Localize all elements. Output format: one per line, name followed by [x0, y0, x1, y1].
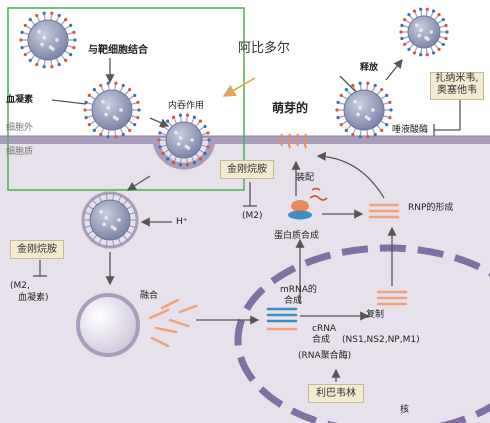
pathway-arrows [105, 58, 403, 382]
label-extracellular: 细胞外 [6, 123, 34, 133]
label-arbidol: 阿比多尔 [238, 41, 291, 56]
virion-bind [19, 11, 77, 69]
ribosome-icon [288, 187, 328, 220]
label-budding: 萌芽的 [272, 101, 309, 115]
rnp-rna-stack [368, 203, 400, 219]
label-cytoplasm: 细胞质 [6, 147, 34, 157]
nucleus-envelope [234, 244, 490, 423]
label-replication: 复制 [366, 310, 385, 320]
cell-membrane [0, 136, 490, 144]
label-fusion: 融合 [140, 291, 159, 301]
label-m2-hemagglutinin-line1: (M2, [10, 281, 30, 291]
label-mrna-synthesis-line1: mRNA的 [280, 285, 317, 295]
fusion-vesicle [76, 293, 140, 357]
label-h-plus: H⁺ [176, 217, 188, 227]
virion-endocytosing [157, 113, 211, 167]
label-hemagglutinin: 血凝素 [6, 95, 34, 105]
drug-box-amantadine-top: 金刚烷胺 [220, 160, 274, 179]
drug-zanamivir: 扎纳米韦, [435, 73, 479, 84]
drug-box-amantadine-left: 金刚烷胺 [10, 240, 64, 259]
label-rna-polymerase: (RNA聚合酶) [298, 351, 352, 361]
label-release: 释放 [360, 63, 379, 73]
label-m2-hemagglutinin-line2: 血凝素) [18, 293, 49, 303]
endosome-membrane [81, 191, 139, 249]
label-neuraminidase: 唾液酸酶 [392, 125, 429, 135]
arbidol-arrow [222, 77, 256, 97]
label-m2-top: (M2) [242, 211, 263, 221]
cytoplasm-region [0, 142, 490, 423]
replication-rna-stack [376, 290, 408, 306]
drug-box-zanamivir-oseltamivir: 扎纳米韦, 奥塞他韦 [430, 72, 484, 100]
budding-spikes [279, 133, 307, 149]
label-protein-synthesis: 蛋白质合成 [274, 231, 320, 241]
label-rnp-formation: RNP的形成 [408, 203, 454, 213]
inhibition-lines [33, 98, 461, 277]
label-crna-line2: 合成 [312, 335, 331, 345]
label-nucleus: 核 [400, 405, 410, 415]
drug-box-ribavirin: 利巴韦林 [308, 384, 364, 403]
virion-released [399, 7, 449, 57]
label-assembly: 装配 [296, 173, 315, 183]
nuclear-rna-stack [266, 307, 298, 331]
label-crna-line1: cRNA [312, 324, 337, 334]
label-mrna-synthesis-line2: 合成 [284, 296, 303, 306]
drug-oseltamivir: 奥塞他韦 [437, 85, 477, 96]
virion-budding [335, 81, 393, 139]
label-endocytosis: 内吞作用 [168, 101, 205, 111]
entry-frame [7, 7, 245, 191]
label-crna-proteins: (NS1,NS2,NP,M1) [342, 335, 420, 345]
released-rna-strands [148, 298, 198, 348]
virion-entry [83, 81, 141, 139]
label-bind-target: 与靶细胞结合 [88, 45, 148, 56]
